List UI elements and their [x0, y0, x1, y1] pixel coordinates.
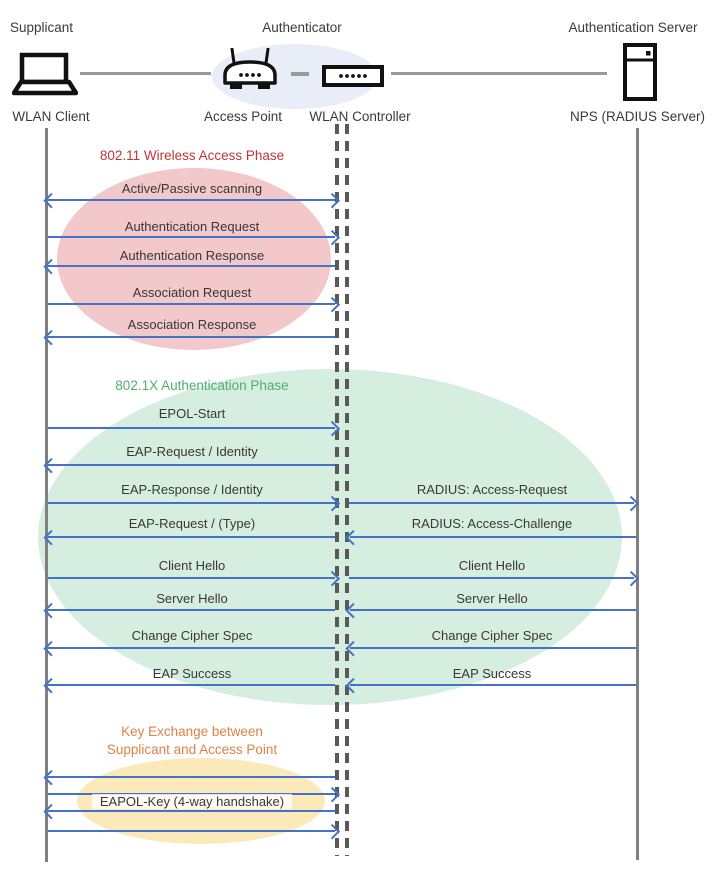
- msg-label: Authentication Response: [119, 248, 265, 263]
- server-icon: [623, 43, 657, 101]
- arrow-server-hello-left: [48, 609, 335, 612]
- phase3-title-line1: Key Exchange between: [121, 724, 263, 739]
- msg-label: EAP-Response / Identity: [121, 482, 263, 497]
- arrow-authentication-request: [48, 236, 335, 239]
- msg-label: Server Hello: [156, 591, 228, 606]
- arrow-4way-handshake-4: [48, 830, 335, 833]
- msg-label: EAP-Request / Identity: [126, 444, 258, 459]
- msg-label: Change Cipher Spec: [131, 628, 253, 643]
- arrow-association-response: [48, 336, 335, 339]
- arrow-change-cipher-spec-right: [350, 647, 636, 650]
- msg-label: EAP Success: [452, 666, 532, 681]
- role-auth-server-label: Authentication Server: [568, 20, 698, 35]
- device-nps-label: NPS (RADIUS Server): [569, 109, 706, 124]
- arrow-server-hello-right: [350, 609, 636, 612]
- connector-controller-to-server: [391, 72, 607, 75]
- msg-label: RADIUS: Access-Request: [416, 482, 568, 497]
- arrow-eap-response-identity: [48, 502, 335, 505]
- arrow-eap-request-identity: [48, 464, 335, 467]
- arrow-client-hello-left: [48, 577, 335, 580]
- phase2-title: 802.1X Authentication Phase: [115, 378, 289, 393]
- phase3-title: Key Exchange between Supplicant and Acce…: [48, 723, 336, 759]
- msg-label: Active/Passive scanning: [121, 181, 263, 196]
- arrow-eap-success-left: [48, 684, 335, 687]
- msg-label: Association Request: [132, 285, 252, 300]
- msg-label-eapol-key: EAPOL-Key (4-way handshake): [48, 794, 336, 810]
- laptop-icon: [12, 52, 78, 96]
- arrow-authentication-response: [48, 265, 335, 268]
- arrow-eap-success-right: [350, 684, 636, 687]
- device-wlan-controller-label: WLAN Controller: [309, 109, 411, 124]
- msg-label: RADIUS: Access-Challenge: [411, 516, 573, 531]
- connector-client-to-ap: [80, 72, 211, 75]
- arrow-eap-request-type: [48, 536, 335, 539]
- lifeline-authenticator-dashed-left: [335, 124, 339, 856]
- role-supplicant-label: Supplicant: [10, 20, 74, 35]
- msg-label: Server Hello: [456, 591, 528, 606]
- device-wlan-client-label: WLAN Client: [12, 109, 90, 124]
- arrow-active-passive-scanning: [48, 199, 335, 202]
- connector-ap-to-controller: [291, 72, 309, 76]
- msg-label: EAP-Request / (Type): [128, 516, 256, 531]
- arrow-4way-handshake-3: [48, 810, 335, 813]
- msg-label: Change Cipher Spec: [431, 628, 553, 643]
- arrow-association-request: [48, 303, 335, 306]
- lifeline-authenticator-dashed-right: [345, 124, 349, 856]
- arrow-change-cipher-spec-left: [48, 647, 335, 650]
- lifeline-wlan-client: [45, 128, 48, 862]
- arrow-epol-start: [48, 427, 335, 430]
- arrow-client-hello-right: [349, 577, 634, 580]
- msg-label: Authentication Request: [124, 219, 260, 234]
- lifeline-nps-server: [636, 128, 639, 860]
- phase3-title-line2: Supplicant and Access Point: [106, 742, 278, 757]
- msg-label: Client Hello: [458, 558, 526, 573]
- msg-label: Client Hello: [158, 558, 226, 573]
- wlan-controller-icon: [322, 65, 384, 87]
- msg-label: Association Response: [127, 317, 257, 332]
- eapol-key-label: EAPOL-Key (4-way handshake): [91, 794, 293, 809]
- role-authenticator-label: Authenticator: [262, 20, 342, 35]
- arrow-radius-access-challenge: [350, 536, 636, 539]
- phase1-title: 802.11 Wireless Access Phase: [99, 148, 285, 163]
- msg-label: EPOL-Start: [158, 406, 226, 421]
- device-access-point-label: Access Point: [203, 109, 283, 124]
- access-point-icon: [223, 48, 277, 89]
- arrow-radius-access-request: [349, 502, 634, 505]
- msg-label: EAP Success: [152, 666, 232, 681]
- arrow-4way-handshake-1: [48, 776, 335, 779]
